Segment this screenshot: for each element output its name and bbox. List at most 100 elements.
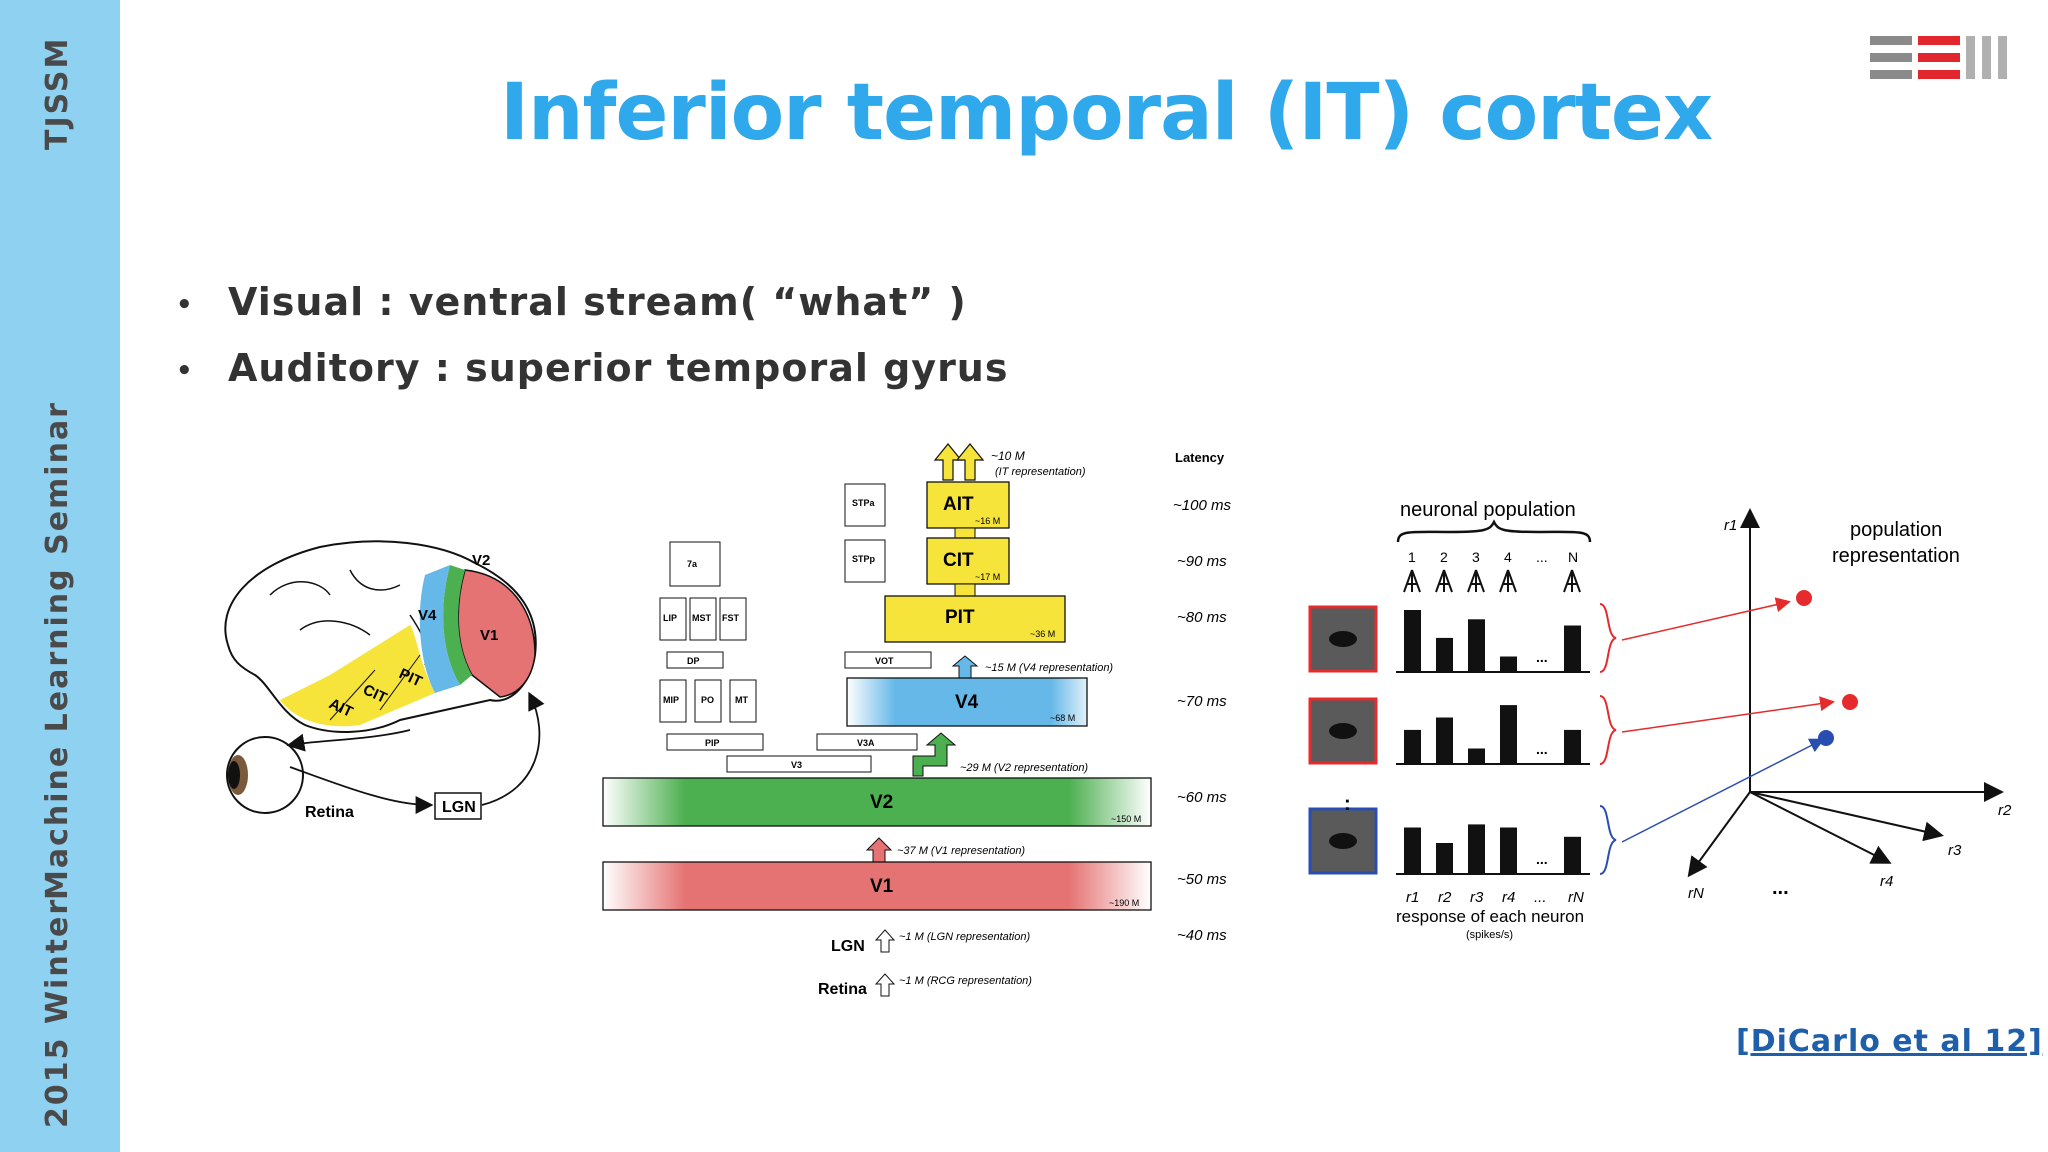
response-bar <box>1468 619 1485 672</box>
svg-text:~50 ms: ~50 ms <box>1177 871 1227 888</box>
svg-text:~1 M (RCG representation): ~1 M (RCG representation) <box>899 975 1032 987</box>
svg-text:FST: FST <box>722 613 740 623</box>
area-label: V4 <box>418 607 437 624</box>
bottom-index: r3 <box>1470 889 1484 906</box>
retina-label: Retina <box>818 981 867 998</box>
population-point <box>1796 590 1812 606</box>
svg-text:CIT: CIT <box>943 550 974 571</box>
response-bar <box>1436 718 1453 765</box>
v4-arrow <box>953 656 977 678</box>
svg-text:MT: MT <box>735 695 748 705</box>
bullet-text: Visual : ventral stream( “what” ) <box>228 280 967 324</box>
neuron-index: 3 <box>1472 549 1480 565</box>
svg-text:~1 M (LGN representation): ~1 M (LGN representation) <box>899 931 1030 943</box>
svg-text:~17 M: ~17 M <box>975 572 1000 582</box>
svg-text:STPp: STPp <box>852 554 876 564</box>
svg-text:LIP: LIP <box>663 613 677 623</box>
neuron-index: 2 <box>1440 549 1448 565</box>
bar-rows: ......... <box>1310 604 1616 874</box>
axis-label: r4 <box>1880 873 1893 890</box>
svg-text:DP: DP <box>687 656 700 666</box>
svg-text:~15 M (V4 representation): ~15 M (V4 representation) <box>985 662 1113 674</box>
bottom-index: r1 <box>1406 889 1419 906</box>
population-point <box>1842 694 1858 710</box>
svg-text:PIP: PIP <box>705 738 720 748</box>
eye-icon <box>227 737 303 813</box>
population-header: neuronal population <box>1400 499 1576 521</box>
neuron-icon <box>1436 570 1452 592</box>
svg-text:~37 M (V1 representation): ~37 M (V1 representation) <box>897 845 1025 857</box>
svg-text:V3A: V3A <box>857 738 875 748</box>
bullet-item: •Auditory : superior temporal gyrus <box>176 346 1008 390</box>
it-annotation-sub: (IT representation) <box>995 466 1086 478</box>
svg-text:~70 ms: ~70 ms <box>1177 693 1227 710</box>
it-annotation: ~10 M <box>991 449 1025 463</box>
sidebar-org: TJSSM <box>40 37 75 150</box>
area-label: V1 <box>480 627 498 644</box>
bar-ellipsis: ... <box>1536 851 1548 867</box>
v2-arrow <box>913 733 955 776</box>
axis-more: ... <box>1772 877 1789 899</box>
sidebar-seminar: Machine Learning Seminar <box>40 401 75 900</box>
space-title: population <box>1850 519 1942 541</box>
svg-text:VOT: VOT <box>875 656 894 666</box>
sidebar: TJSSM Machine Learning Seminar 2015 Wint… <box>0 0 120 1152</box>
response-bar <box>1404 828 1421 875</box>
citation-link[interactable]: [DiCarlo et al 12] <box>1736 1024 2043 1059</box>
svg-text:~16 M: ~16 M <box>975 516 1000 526</box>
svg-text:~90 ms: ~90 ms <box>1177 553 1227 570</box>
brain-figure: V2 V4 V1 PIT CIT AIT Retina LGN <box>210 535 570 835</box>
latency-header: Latency <box>1175 450 1225 465</box>
stimulus-object <box>1329 833 1357 849</box>
bar-ellipsis: ... <box>1536 741 1548 757</box>
population-point <box>1818 730 1834 746</box>
axis-r3 <box>1750 792 1940 835</box>
bottom-index: rN <box>1568 889 1584 906</box>
stimulus-object <box>1329 631 1357 647</box>
response-bar <box>1468 824 1485 874</box>
svg-text:V1: V1 <box>870 876 894 897</box>
lgn-label: LGN <box>831 938 865 955</box>
svg-text:PO: PO <box>701 695 714 705</box>
neuron-index: 4 <box>1504 549 1512 565</box>
svg-text:V4: V4 <box>955 692 979 713</box>
neuron-icon <box>1564 570 1580 592</box>
response-bar <box>1564 730 1581 764</box>
response-bar <box>1564 837 1581 874</box>
svg-text:~68 M: ~68 M <box>1050 713 1075 723</box>
svg-text:V3: V3 <box>791 760 802 770</box>
axis-label: r3 <box>1948 842 1962 859</box>
neuron-index: 1 <box>1408 549 1416 565</box>
row-brace <box>1600 696 1616 764</box>
bullet-list: • Visual : ventral stream( “what” ) •Audi… <box>176 280 1008 412</box>
svg-text:MST: MST <box>692 613 712 623</box>
svg-text:~29 M (V2 representation): ~29 M (V2 representation) <box>960 762 1088 774</box>
sidebar-season: 2015 Winter <box>40 898 75 1128</box>
svg-text:STPa: STPa <box>852 498 876 508</box>
population-xlabel: response of each neuron <box>1396 907 1584 926</box>
response-bar <box>1468 749 1485 765</box>
svg-text:~100 ms: ~100 ms <box>1173 497 1231 514</box>
hierarchy-figure: ~10 M (IT representation) AIT ~16 M CIT … <box>595 440 1255 1010</box>
population-xunit: (spikes/s) <box>1466 929 1513 941</box>
bottom-index: ... <box>1534 889 1547 906</box>
svg-text:PIT: PIT <box>945 607 975 628</box>
axis-label: rN <box>1688 885 1704 902</box>
row-separator: : <box>1344 793 1351 815</box>
slide-title: Inferior temporal (IT) cortex <box>500 68 1712 158</box>
row-brace <box>1600 806 1616 874</box>
response-bar <box>1436 638 1453 672</box>
svg-text:AIT: AIT <box>943 494 974 515</box>
svg-text:~150 M: ~150 M <box>1111 814 1141 824</box>
svg-text:V2: V2 <box>870 792 893 813</box>
neuron-icon <box>1500 570 1516 592</box>
svg-text:MIP: MIP <box>663 695 679 705</box>
response-bar <box>1500 705 1517 764</box>
response-bar <box>1404 730 1421 764</box>
seminar-logo <box>1870 36 2010 80</box>
axis-r4 <box>1750 792 1888 862</box>
bullet-dot-icon: • <box>176 356 228 386</box>
response-bar <box>1500 828 1517 875</box>
